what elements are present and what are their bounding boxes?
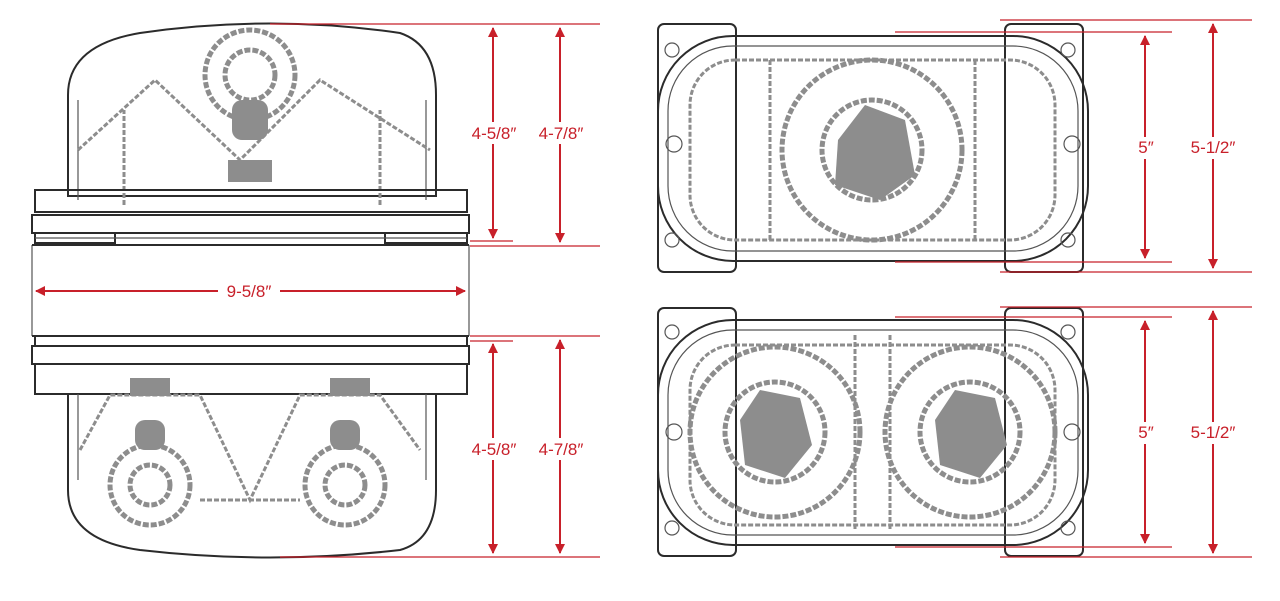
top-side-view-lamp [31,22,470,244]
dimension-labels: 9-5/8″ 4-5/8″ 4-7/8″ 4-5/8″ 4-7/8″ 5″ 5-… [218,122,1240,460]
bottom-side-view-lamp [31,335,470,559]
bottom-inner-height-label: 4-5/8″ [472,440,517,459]
dual-round-lamp-front-view [657,307,1089,557]
dual-inner-height-label: 5″ [1138,423,1153,442]
width-frame [31,244,470,337]
top-outer-height-label: 4-7/8″ [539,124,584,143]
single-round-lamp-front-view [657,23,1089,273]
width-label: 9-5/8″ [227,282,272,301]
single-outer-height-label: 5-1/2″ [1191,138,1236,157]
top-inner-height-label: 4-5/8″ [472,124,517,143]
dual-outer-height-label: 5-1/2″ [1191,423,1236,442]
single-inner-height-label: 5″ [1138,138,1153,157]
bottom-outer-height-label: 4-7/8″ [539,440,584,459]
